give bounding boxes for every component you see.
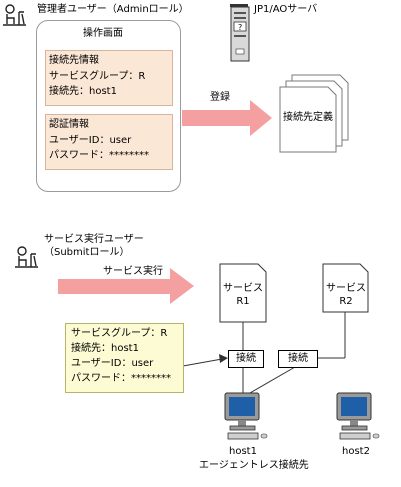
host2-label: host2 xyxy=(342,446,370,457)
auth-info-title: 認証情報 xyxy=(49,119,89,130)
service-r1-line2: R1 xyxy=(236,296,250,307)
connection-lines xyxy=(182,312,346,398)
service-r1-doc-icon xyxy=(219,263,267,323)
agentless-label: エージェントレス接続先 xyxy=(199,460,309,471)
auth-info-box: 認証情報 ユーザーID：user パスワード：******** xyxy=(45,114,173,170)
connection-info-box: 接続先情報 サービスグループ：R 接続先：host1 xyxy=(45,50,173,106)
register-label: 登録 xyxy=(210,92,230,103)
service-r2-doc-icon xyxy=(322,263,369,313)
definition-document-stack xyxy=(279,74,349,153)
info-user-id: ユーザーID：user xyxy=(71,358,154,369)
submit-user-label-line2: （Submitロール） xyxy=(44,247,130,258)
connection-info-host: 接続先：host1 xyxy=(49,86,117,97)
service-r1-line1: サービス xyxy=(223,283,263,294)
auth-info-user-id: ユーザーID：user xyxy=(49,135,132,146)
service-r2-line1: サービス xyxy=(326,283,366,294)
service-exec-arrow xyxy=(58,268,194,304)
service-request-info-box: サービスグループ：R 接続先：host1 ユーザーID：user パスワード：*… xyxy=(65,323,184,393)
info-service-group: サービスグループ：R xyxy=(71,328,168,339)
admin-user-icon xyxy=(3,4,26,26)
definition-label: 接続先定義 xyxy=(283,112,333,123)
submit-user-icon xyxy=(15,246,38,268)
operation-screen-title: 操作画面 xyxy=(83,28,123,39)
admin-user-label: 管理者ユーザー（Adminロール） xyxy=(37,4,189,15)
host1-label: host1 xyxy=(229,446,257,457)
info-password: パスワード：******** xyxy=(71,373,171,384)
host1-computer-icon xyxy=(224,392,268,440)
submit-user-label-line1: サービス実行ユーザー xyxy=(44,234,144,245)
connection-box-2: 接続 xyxy=(278,350,318,368)
server-label: JP1/AOサーバ xyxy=(254,4,318,15)
auth-info-password: パスワード：******** xyxy=(49,150,149,161)
info-host: 接続先：host1 xyxy=(71,343,139,354)
service-r2-line2: R2 xyxy=(339,296,353,307)
connection-info-service-group: サービスグループ：R xyxy=(49,71,146,82)
svg-text:?: ? xyxy=(238,23,242,32)
connection-box-1: 接続 xyxy=(228,350,264,368)
server-icon: ? xyxy=(230,4,250,62)
host2-computer-icon xyxy=(336,392,380,440)
connection-info-title: 接続先情報 xyxy=(49,55,99,66)
connection-arrowhead xyxy=(219,354,228,363)
service-exec-label: サービス実行 xyxy=(103,266,163,277)
register-arrow xyxy=(182,100,272,136)
